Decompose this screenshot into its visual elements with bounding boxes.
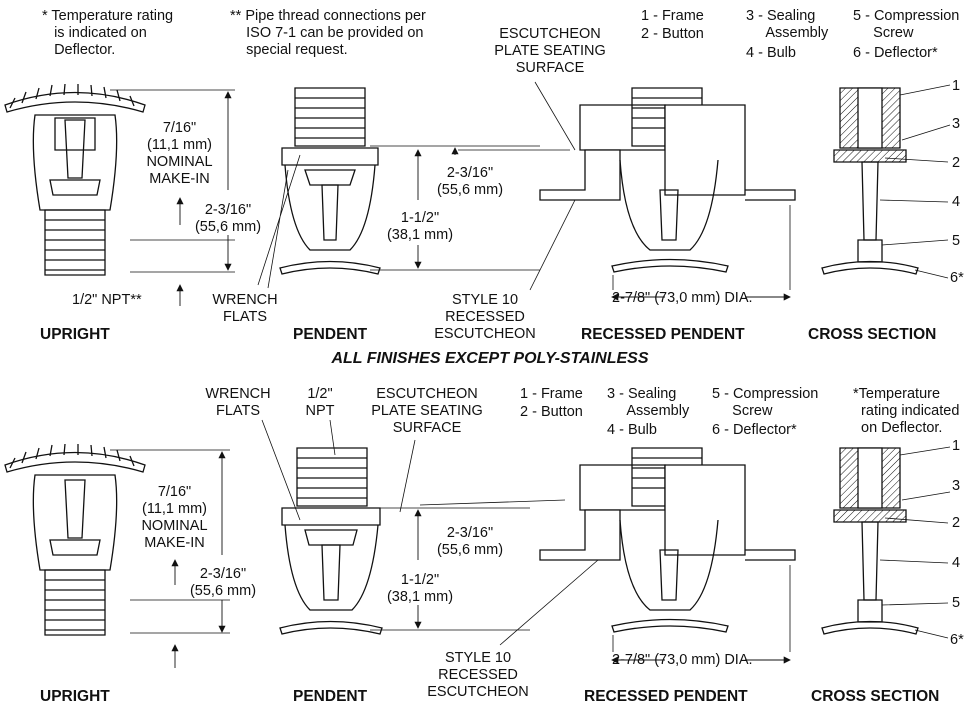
pendent-1-5-dimension: 1-1/2" (38,1 mm) <box>386 210 454 243</box>
style10-label: STYLE 10 RECESSED ESCUTCHEON <box>434 292 536 342</box>
bottom-callout-2: 2 <box>952 515 961 531</box>
upright-temperature-note: * Temperature rating is indicated on Def… <box>42 8 174 58</box>
bottom-legend-compression: 5 - Compression Screw <box>712 386 819 419</box>
callout-5: 5 <box>952 233 961 249</box>
callout-4: 4 <box>952 194 961 210</box>
caption-pendent: PENDENT <box>293 326 368 343</box>
caption-upright: UPRIGHT <box>40 326 110 343</box>
make-in-dimension: 7/16" (11,1 mm) NOMINAL MAKE-IN <box>146 120 213 187</box>
bottom-cross-section-drawing <box>822 448 918 634</box>
bottom-callout-6: 6* <box>950 632 964 648</box>
caption-recessed-pendent: RECESSED PENDENT <box>581 326 745 343</box>
bottom-recessed-drawing <box>540 448 795 632</box>
bottom-escutcheon-seating-surface-label: ESCUTCHEON PLATE SEATING SURFACE <box>371 386 483 436</box>
legend-deflector: 6 - Deflector* <box>853 45 938 61</box>
bottom-make-in-dimension: 7/16" (11,1 mm) NOMINAL MAKE-IN <box>141 484 208 551</box>
bottom-legend-button: 2 - Button <box>520 404 583 420</box>
bottom-temperature-note: *Temperature rating indicated on Deflect… <box>853 386 960 436</box>
bottom-pendent-drawing <box>280 448 382 634</box>
top-pendent-drawing <box>280 88 380 274</box>
top-upright-drawing <box>5 84 145 275</box>
bottom-callout-5: 5 <box>952 595 961 611</box>
bottom-pendent-height-dimension: 2-3/16" (55,6 mm) <box>436 525 504 558</box>
pendent-height-dimension: 2-3/16" (55,6 mm) <box>436 165 504 198</box>
bottom-callout-4: 4 <box>952 555 961 571</box>
escutcheon-seating-surface-label: ESCUTCHEON PLATE SEATING SURFACE <box>494 26 606 76</box>
callout-2: 2 <box>952 155 961 171</box>
upright-height-dimension: 2-3/16" (55,6 mm) <box>194 202 262 235</box>
bottom-callout-3: 3 <box>952 478 961 494</box>
bottom-pendent-1-5-dimension: 1-1/2" (38,1 mm) <box>386 572 454 605</box>
callout-6: 6* <box>950 270 964 286</box>
bottom-npt-label: 1/2" NPT <box>305 386 335 419</box>
bottom-callout-1: 1 <box>952 438 961 454</box>
bottom-legend-sealing: 3 - Sealing Assembly <box>607 386 690 419</box>
section-title: ALL FINISHES EXCEPT POLY-STAINLESS <box>331 350 649 367</box>
bottom-caption-recessed-pendent: RECESSED PENDENT <box>584 688 748 705</box>
wrench-flats-label: WRENCH FLATS <box>212 292 278 325</box>
bottom-legend-bulb: 4 - Bulb <box>607 422 657 438</box>
legend-compression: 5 - Compression Screw <box>853 8 960 41</box>
legend-frame: 1 - Frame <box>641 8 704 24</box>
callout-3: 3 <box>952 116 961 132</box>
bottom-caption-pendent: PENDENT <box>293 688 368 705</box>
legend-bulb: 4 - Bulb <box>746 45 796 61</box>
bottom-legend-frame: 1 - Frame <box>520 386 583 402</box>
bottom-caption-cross-section: CROSS SECTION <box>811 688 940 705</box>
npt-label: 1/2" NPT** <box>72 292 142 308</box>
legend-sealing: 3 - Sealing Assembly <box>746 8 829 41</box>
legend-button: 2 - Button <box>641 26 704 42</box>
top-cross-section-drawing <box>822 88 918 274</box>
bottom-upright-drawing <box>5 444 145 635</box>
caption-cross-section: CROSS SECTION <box>808 326 937 343</box>
bottom-upright-height-dimension: 2-3/16" (55,6 mm) <box>189 566 257 599</box>
callout-1: 1 <box>952 78 961 94</box>
diameter-dimension: 2-7/8" (73,0 mm) DIA. <box>612 290 753 306</box>
bottom-legend-deflector: 6 - Deflector* <box>712 422 797 438</box>
bottom-style10-label: STYLE 10 RECESSED ESCUTCHEON <box>427 650 529 700</box>
pipe-thread-note: ** Pipe thread connections per ISO 7-1 c… <box>230 8 426 58</box>
bottom-caption-upright: UPRIGHT <box>40 688 110 705</box>
bottom-diameter-dimension: 2-7/8" (73,0 mm) DIA. <box>612 652 753 668</box>
top-recessed-drawing <box>540 88 795 272</box>
bottom-wrench-flats-label: WRENCH FLATS <box>205 386 271 419</box>
